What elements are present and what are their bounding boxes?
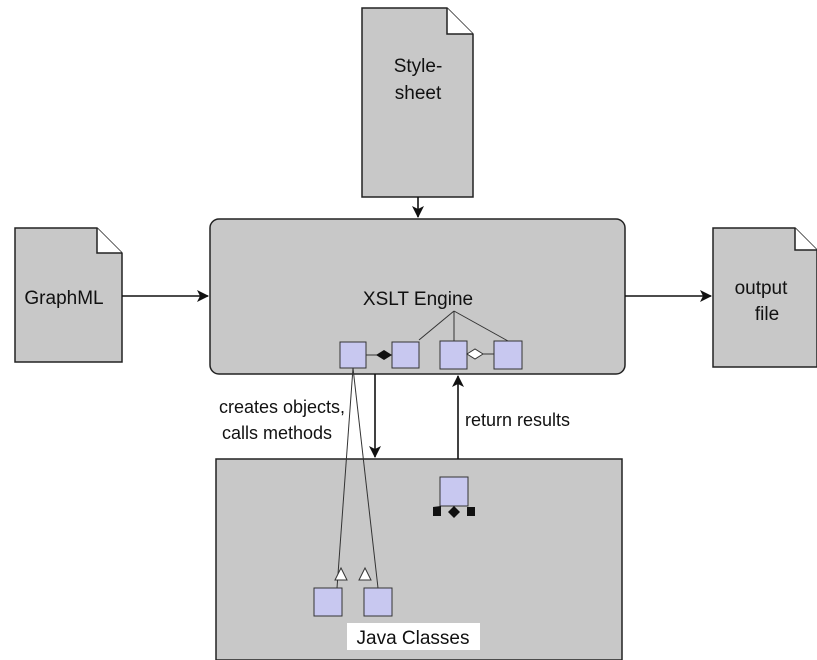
uml-class-box <box>391 341 420 369</box>
edge-label-creates-line2: calls methods <box>222 423 332 443</box>
uml-class-box <box>439 476 469 507</box>
uml-class-box <box>339 341 367 369</box>
uml-classes <box>313 340 523 617</box>
output-file-label-line1: output <box>735 278 789 299</box>
uml-class-box <box>363 587 393 617</box>
java-classes-label: Java Classes <box>357 628 470 649</box>
composition-end <box>433 506 441 516</box>
output-file-document: output file <box>712 227 817 368</box>
aggregation-diamond <box>466 348 484 360</box>
uml-class-box <box>313 587 343 617</box>
uml-class-box <box>439 340 468 370</box>
xslt-engine-label: XSLT Engine <box>363 289 473 310</box>
stylesheet-label-line1: Style- <box>394 56 443 77</box>
uml-class-box <box>493 340 523 370</box>
java-classes-label-bg <box>347 623 480 650</box>
uml-markers <box>334 348 484 581</box>
output-file-label-line2: file <box>755 304 779 325</box>
edge-label-creates-line1: creates objects, <box>219 397 345 417</box>
composition-diamond <box>448 506 460 518</box>
graphml-label: GraphML <box>24 288 103 309</box>
composition-end <box>467 507 475 516</box>
stylesheet-document: Style- sheet <box>361 7 474 198</box>
edge-label-returns: return results <box>465 410 570 430</box>
stylesheet-label-line2: sheet <box>395 83 442 104</box>
composition-diamond <box>376 350 392 360</box>
inheritance-triangle <box>358 566 372 581</box>
inheritance-triangle <box>334 566 348 581</box>
graphml-document: GraphML <box>14 227 123 363</box>
java-classes-node: Java Classes <box>215 310 623 660</box>
